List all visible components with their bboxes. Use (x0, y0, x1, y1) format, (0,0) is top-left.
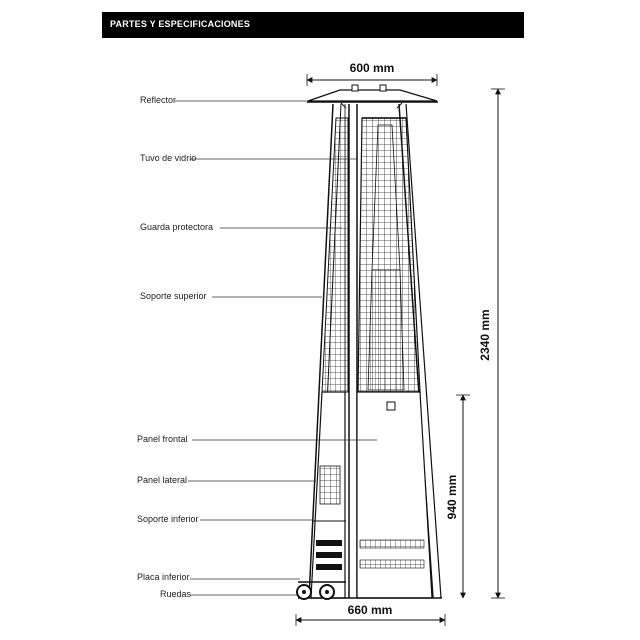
wheels (296, 584, 335, 600)
svg-text:Reflector: Reflector (140, 95, 176, 105)
front-panel (356, 391, 433, 599)
svg-text:Panel lateral: Panel lateral (137, 475, 187, 485)
reflector (307, 84, 438, 109)
svg-text:Panel frontal: Panel frontal (137, 434, 188, 444)
front-vents (359, 539, 425, 569)
svg-text:Soporte superior: Soporte superior (140, 291, 207, 301)
svg-text:Tuvo de vidrio: Tuvo de vidrio (140, 153, 196, 163)
label-panel-frontal: Panel frontal (137, 434, 377, 444)
left-frame (308, 103, 349, 599)
protective-guard (357, 117, 421, 393)
svg-text:940 mm: 940 mm (445, 475, 459, 520)
label-reflector: Reflector (140, 95, 308, 105)
part-labels: Reflector Tuvo de vidrio Guarda protecto… (137, 95, 377, 599)
label-placa-inferior: Placa inferior (137, 572, 300, 582)
label-tuvo-de-vidrio: Tuvo de vidrio (140, 153, 358, 163)
svg-text:Ruedas: Ruedas (160, 589, 192, 599)
label-soporte-inferior: Soporte inferior (137, 514, 312, 524)
label-soporte-superior: Soporte superior (140, 291, 322, 301)
dimension-top-width: 600 mm (306, 61, 438, 86)
side-panel (310, 391, 346, 599)
svg-text:Placa inferior: Placa inferior (137, 572, 190, 582)
svg-text:Soporte inferior: Soporte inferior (137, 514, 199, 524)
dimension-lower-height: 940 mm (445, 394, 470, 599)
svg-text:2340 mm: 2340 mm (478, 309, 492, 360)
header-bar: PARTES Y ESPECIFICACIONES (102, 12, 524, 38)
label-panel-lateral: Panel lateral (137, 475, 316, 485)
dimension-base-width: 660 mm (295, 603, 446, 626)
svg-text:600 mm: 600 mm (350, 61, 395, 75)
label-ruedas: Ruedas (160, 589, 297, 599)
svg-text:660 mm: 660 mm (348, 603, 393, 617)
label-guarda-protectora: Guarda protectora (140, 222, 342, 232)
dimension-total-height: 2340 mm (478, 88, 505, 599)
svg-text:Guarda protectora: Guarda protectora (140, 222, 213, 232)
page-title: PARTES Y ESPECIFICACIONES (110, 19, 251, 29)
